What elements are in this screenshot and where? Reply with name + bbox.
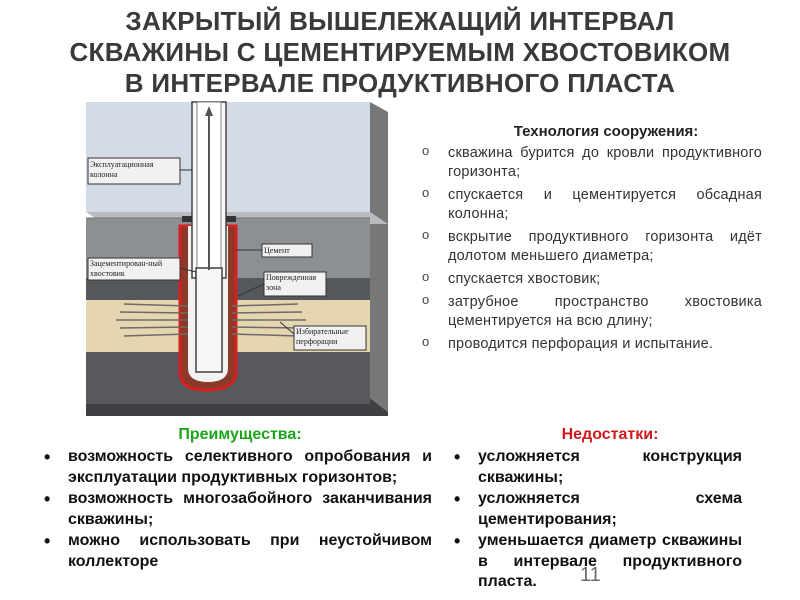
block-side — [370, 102, 388, 412]
callout-perforations — [279, 321, 367, 351]
title-line-1: ЗАКРЫТЫЙ ВЫШЕЛЕЖАЩИЙ ИНТЕРВАЛ — [125, 6, 675, 36]
title-line-3: В ИНТЕРВАЛЕ ПРОДУКТИВНОГО ПЛАСТА — [124, 68, 676, 98]
advantages-heading: Преимущества: — [178, 426, 302, 443]
technology-heading: Технология сооружения: — [513, 123, 699, 140]
list-item: усложняется схема цементирования; — [450, 489, 742, 530]
disadvantages-heading: Недостатки: — [561, 426, 659, 443]
list-item: спускается хвостовик; — [422, 267, 762, 289]
slide-title: ЗАКРЫТЫЙ ВЫШЕЛЕЖАЩИЙ ИНТЕРВАЛ СКВАЖИНЫ С… — [0, 6, 800, 99]
technology-list: скважина бурится до кровли продуктивного… — [422, 141, 762, 358]
list-item: вскрытие продуктивного горизонта идёт до… — [422, 225, 762, 266]
advantages-list: возможность селективного опробования и э… — [40, 447, 432, 573]
page-number: 11 — [580, 564, 601, 586]
list-item: можно использовать при неустойчивом колл… — [40, 531, 432, 572]
label-cement: Цемент — [264, 246, 290, 255]
label-liner: Зацементирован-ный хвостовик — [90, 259, 163, 278]
callout-liner — [87, 257, 197, 281]
list-item: затрубное пространство хвостовика цемент… — [422, 290, 762, 331]
callout-cement — [236, 243, 313, 258]
callout-damaged — [237, 271, 327, 297]
list-item: спускается и цементируется обсадная коло… — [422, 183, 762, 224]
list-item: скважина бурится до кровли продуктивного… — [422, 141, 762, 182]
list-item: усложняется конструкция скважины; — [450, 447, 742, 488]
label-damaged: Поврежденная зона — [266, 273, 317, 292]
well-diagram — [84, 100, 390, 418]
perforations — [116, 303, 306, 337]
list-item: проводится перфорация и испытание. — [422, 332, 762, 354]
label-perforations: Избирательные перфорации — [296, 327, 349, 346]
callout-casing — [87, 157, 192, 185]
list-item: уменьшается диаметр скважины в интервале… — [450, 531, 742, 593]
list-item: возможность многозабойного заканчивания … — [40, 489, 432, 530]
disadvantages-list: усложняется конструкция скважины; усложн… — [450, 447, 742, 594]
title-line-2: СКВАЖИНЫ С ЦЕМЕНТИРУЕМЫМ ХВОСТОВИКОМ — [69, 37, 731, 67]
list-item: возможность селективного опробования и э… — [40, 447, 432, 488]
label-casing: Эксплуатационная колонна — [90, 160, 154, 179]
